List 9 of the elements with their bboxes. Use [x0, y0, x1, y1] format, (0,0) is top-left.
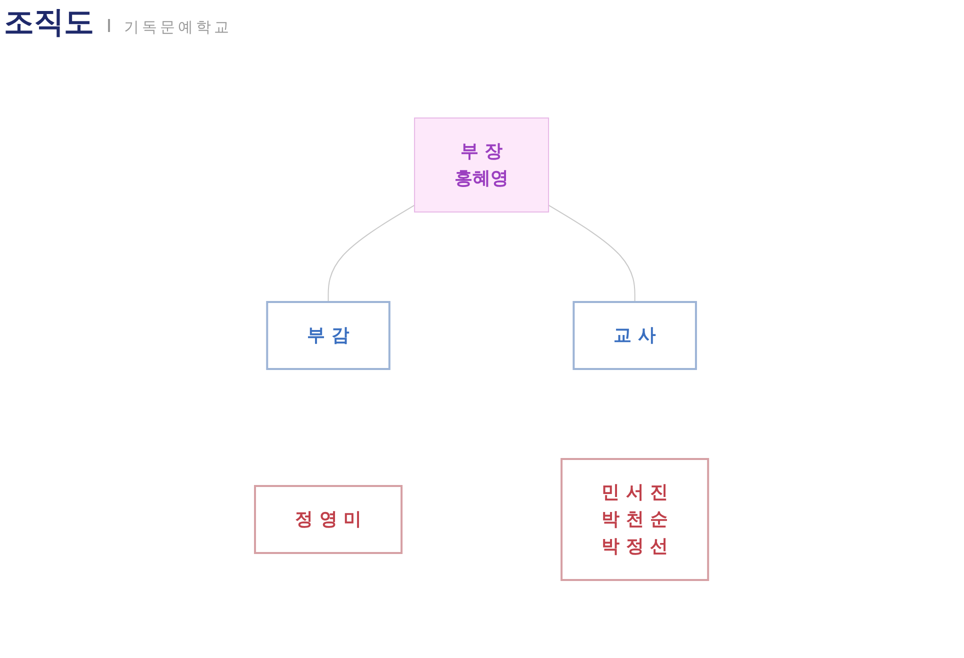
node-box: 부 감 [266, 301, 391, 370]
connector [548, 204, 636, 302]
diagram-title: 조직도 [4, 4, 94, 42]
connector [328, 204, 416, 302]
node-box: 부 장 홍혜영 [414, 118, 550, 212]
node-box: 교 사 [573, 301, 698, 370]
subtitle-label: 기독문예학교 [124, 18, 232, 36]
node-box: 정 영 미 [254, 485, 403, 554]
node-box: 민 서 진 박 천 순 박 정 선 [561, 458, 710, 581]
